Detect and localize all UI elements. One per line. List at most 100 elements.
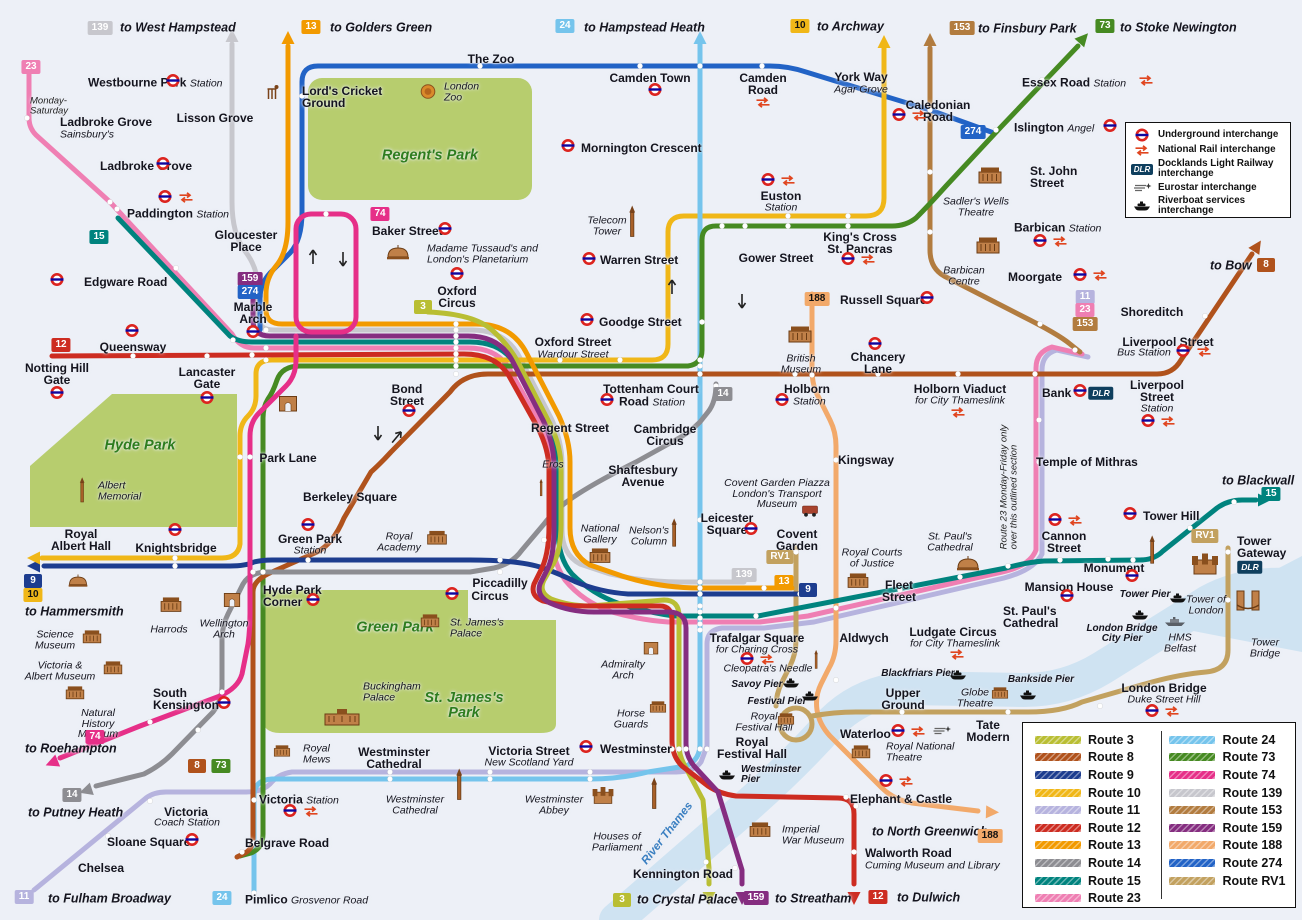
landmark-label: Royal Courts of Justice: [841, 546, 903, 569]
route-color-swatch: [1169, 788, 1216, 797]
route-color-swatch: [1035, 841, 1081, 850]
underground-roundel-icon: [1125, 569, 1139, 588]
route-line-RV1: [773, 545, 799, 709]
landmark-label: HMS Belfast: [1163, 631, 1197, 654]
bus-icon: [802, 504, 819, 522]
building-icon: [649, 700, 667, 717]
landmark-label: Bus Station: [1117, 346, 1171, 359]
underground-roundel-icon: [1132, 128, 1152, 142]
park-label: Hyde Park: [104, 437, 176, 454]
tower-icon: [78, 477, 85, 507]
underground-roundel-icon: [445, 587, 459, 606]
underground-roundel-icon: [168, 523, 182, 542]
station-label: South Kensington: [153, 685, 219, 712]
landmark-label: New Scotland Yard: [484, 756, 574, 769]
building-icon: [159, 595, 182, 617]
route-color-swatch: [1035, 770, 1081, 779]
route-badge-274: 274: [960, 125, 986, 139]
underground-roundel-icon: [582, 252, 596, 271]
station-label: Russell Square: [840, 292, 927, 307]
route-badge-RV1: RV1: [766, 550, 794, 564]
route-color-swatch: [1169, 753, 1216, 762]
underground-roundel-icon: [740, 652, 754, 671]
national-rail-icon: [860, 252, 876, 270]
route-legend-row-153: Route 153: [1169, 801, 1295, 819]
route-badge-15: 15: [1261, 487, 1281, 501]
station-label: Liverpool Street: [1122, 334, 1214, 349]
landmark-label: Agar Grove: [834, 83, 888, 96]
route-line-188: [809, 291, 981, 814]
zoo-lion-icon: [420, 84, 437, 105]
station-label: Kingsway: [837, 452, 895, 467]
riverboat-icon: [718, 767, 736, 785]
station-label: Westminster Cathedral: [358, 744, 430, 771]
destination-label: to Golders Green: [330, 20, 433, 35]
route-badge-9: 9: [24, 574, 42, 588]
interchange-legend-label: Docklands Light Railway interchange: [1158, 158, 1274, 180]
route-legend-label: Route 188: [1222, 838, 1283, 853]
landmark-label: Tower Bridge: [1249, 636, 1281, 659]
station-label: Caledonian Road: [905, 97, 971, 124]
landmark-label: Science Museum: [34, 628, 76, 651]
station-label: Essex Road Station: [1022, 75, 1127, 90]
landmark-label: Globe Theatre: [956, 686, 994, 709]
destination-label: to Streatham: [775, 891, 852, 906]
underground-roundel-icon: [1103, 119, 1117, 138]
route-badge-8: 8: [188, 759, 206, 773]
landmark-label: Eros: [542, 458, 564, 471]
route-legend-row-24: Route 24: [1169, 731, 1295, 749]
station-label: Shoreditch: [1120, 304, 1184, 319]
route-line-10: [39, 45, 887, 561]
route-legend-label: Route 153: [1222, 803, 1283, 818]
route-legend-row-139: Route 139: [1169, 784, 1295, 802]
landmark-label: British Museum: [780, 352, 822, 375]
route-legend-row-188: Route 188: [1169, 837, 1295, 855]
underground-roundel-icon: [185, 833, 199, 852]
landmark-label: Wellington Arch: [199, 617, 249, 640]
interchange-legend-label: National Rail interchange: [1158, 144, 1276, 156]
underground-roundel-icon: [841, 252, 855, 271]
route-legend-label: Route 14: [1088, 855, 1141, 870]
national-rail-icon: [949, 647, 965, 665]
note-label: Monday- Saturday: [30, 95, 69, 116]
route-arrows-layer: [27, 29, 1271, 905]
dome-building-icon: [68, 574, 88, 592]
underground-roundel-icon: [648, 83, 662, 102]
station-label: The Zoo: [467, 51, 515, 66]
castle-icon: [1191, 552, 1219, 580]
station-label: Goodge Street: [599, 314, 682, 329]
tower-icon: [670, 518, 678, 551]
route-badge-159: 159: [237, 272, 263, 286]
route-color-swatch: [1035, 806, 1081, 815]
landmark-label: Covent Garden Piazza London's Transport …: [724, 476, 830, 511]
landmark-label: Buckingham Palace: [363, 680, 421, 703]
route-legend-label: Route 15: [1088, 873, 1141, 888]
destination-label: to Dulwich: [897, 890, 961, 905]
tower-bridge-icon: [1234, 589, 1262, 619]
station-label: Bond Street: [389, 381, 425, 408]
building-icon: [977, 165, 1003, 189]
route-badge-8: 8: [1257, 258, 1275, 272]
underground-roundel-icon: [744, 522, 758, 541]
landmark-label: Station: [793, 395, 826, 408]
route-color-swatch: [1035, 753, 1081, 762]
route-badge-3: 3: [414, 300, 432, 314]
riverboat-icon: [782, 675, 800, 693]
station-label: Trafalgar Square: [709, 630, 805, 645]
underground-roundel-icon: [246, 325, 260, 344]
tower-icon: [1148, 535, 1156, 568]
station-label: Paddington Station: [127, 206, 230, 221]
station-label: Shaftesbury Avenue: [608, 462, 678, 489]
route-legend-label: Route 9: [1088, 767, 1134, 782]
station-label: Tower Gateway: [1237, 533, 1287, 560]
underground-roundel-icon: [1033, 234, 1047, 253]
route-badge-73: 73: [211, 759, 231, 773]
national-rail-icon: [178, 190, 194, 208]
underground-roundel-icon: [306, 593, 320, 612]
national-rail-icon: [1160, 414, 1176, 432]
route-badge-153: 153: [1072, 317, 1098, 331]
landmark-label: Houses of Parliament: [591, 830, 643, 853]
